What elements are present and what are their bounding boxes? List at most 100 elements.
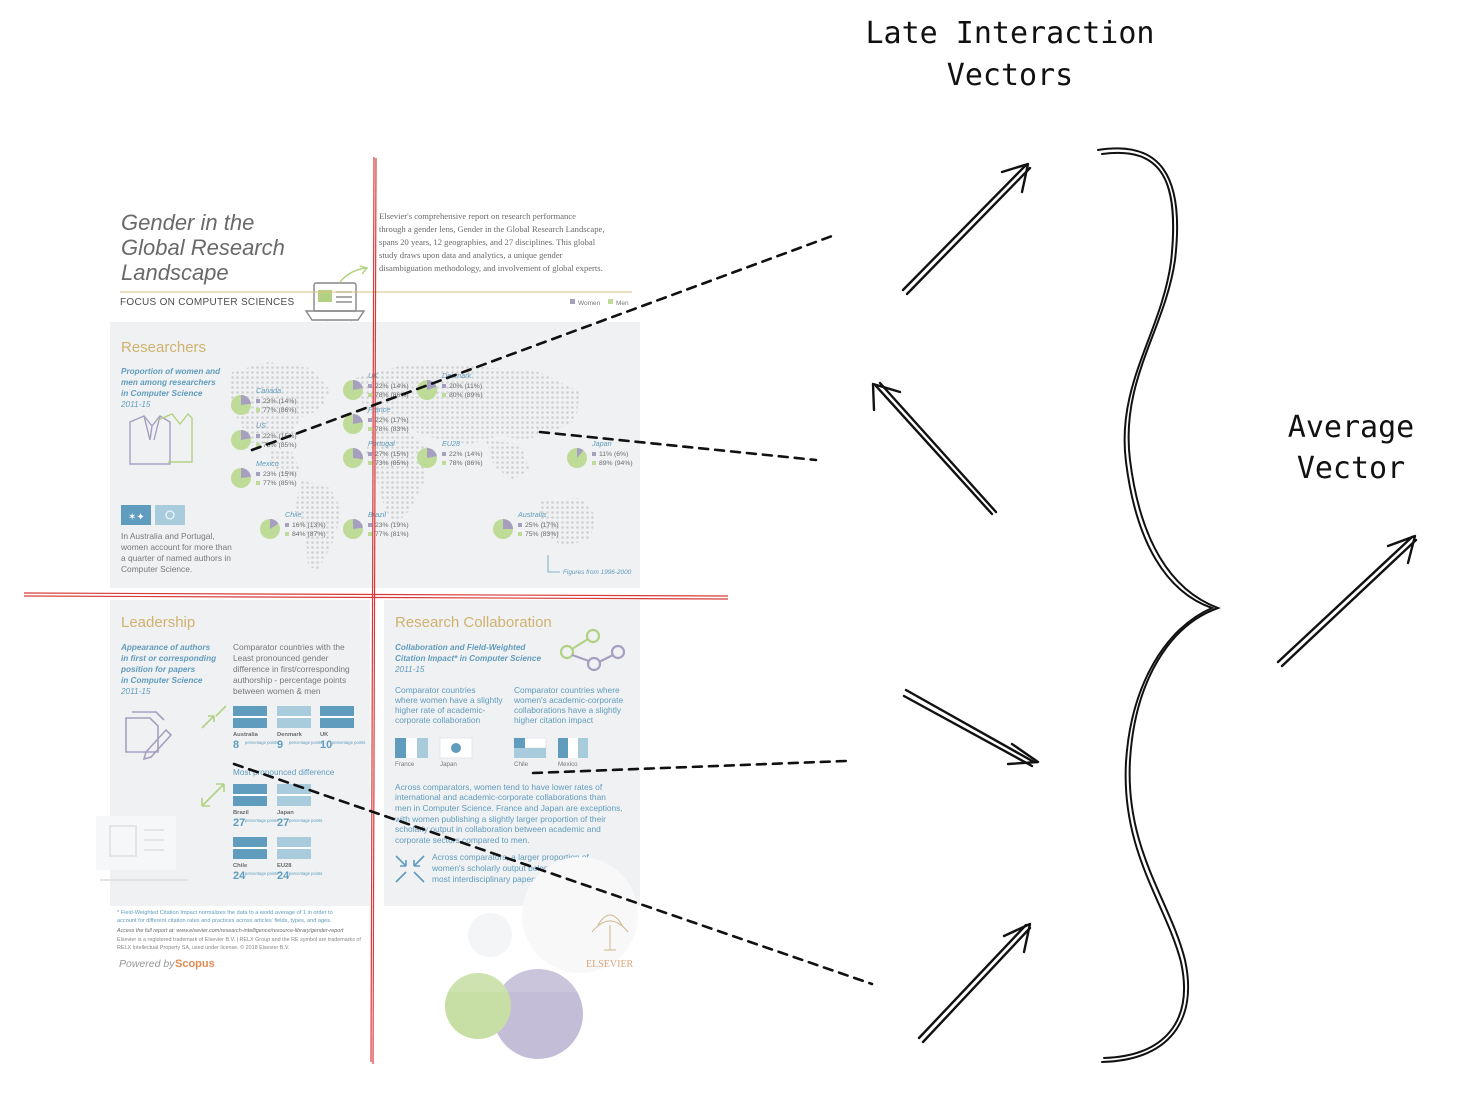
leadership-unit: percentage points [289, 818, 322, 823]
collab-body-line: with women publishing a slightly larger … [394, 814, 606, 824]
pie-men-value: 78% (85%) [263, 442, 297, 449]
researchers-note: a quarter of named authors in [121, 553, 231, 563]
pie-men-value: 78% (86%) [375, 392, 409, 399]
doc-intro-line: through a gender lens, Gender in the Glo… [379, 224, 605, 234]
leadership-unit: percentage points [245, 871, 278, 876]
leadership-unit: percentage points [289, 740, 322, 745]
most-heading: Most pronounced difference [233, 768, 335, 777]
doc-title-line-3: Landscape [121, 260, 229, 285]
collab-right-line: higher citation impact [514, 715, 594, 725]
pie-women-slice [353, 414, 363, 424]
document-thumbnail: Gender in the Global Research Landscape … [92, 195, 660, 1059]
pie-women-slice [353, 519, 363, 529]
average-vector-arrow [1276, 534, 1418, 668]
leadership-sub-line: Appearance of authors [120, 643, 211, 652]
vector-arrow-2 [871, 381, 998, 516]
collab-body-line: international and academic-corporate col… [395, 792, 606, 802]
vector-arrow-4 [917, 922, 1032, 1044]
flag-japan [439, 737, 473, 759]
doc-intro-line: study draws upon data and analytics, a u… [379, 250, 563, 260]
collab-body-line: men in Computer Science. France and Japa… [395, 803, 623, 813]
flag-chile [513, 737, 547, 758]
paper-pen-icon [125, 711, 173, 761]
doc-intro-line: spans 20 years, 12 geographies, and 27 d… [379, 237, 596, 247]
connector-4 [232, 762, 874, 986]
leadership-country: Japan [277, 810, 294, 816]
pie-men-value: 77% (85%) [263, 480, 297, 487]
women-swatch [285, 523, 289, 527]
pie-women-value: 23% (19%) [375, 522, 409, 529]
pie-men-value: 77% (86%) [263, 407, 297, 414]
pie-women-value: 22% (14%) [449, 451, 483, 458]
leadership-value: 27 [277, 817, 289, 829]
pie-women-slice [241, 430, 251, 440]
women-swatch [592, 452, 596, 456]
leadership-value: 24 [233, 870, 246, 882]
interdisciplinary-icon [395, 855, 425, 883]
connector-2 [538, 430, 818, 462]
leadership-unit: percentage points [245, 740, 278, 745]
doc-intro-line: Elsevier's comprehensive report on resea… [379, 211, 576, 221]
least-line: authorship - percentage points [233, 675, 346, 685]
arrows-out-icon [201, 783, 225, 807]
pie-country-name: Mexico [256, 459, 279, 468]
powered-by: Powered by [119, 958, 175, 970]
collab-left: Comparator countries where women have a … [394, 685, 503, 725]
collab-body-line: corporate sectors compared to men. [395, 835, 530, 845]
source-bracket [547, 555, 560, 573]
collab-heading: Research Collaboration [395, 614, 552, 631]
men-swatch [368, 427, 372, 431]
pie-women-value: 20% (11%) [449, 383, 482, 390]
access-line: Access the full report at: www.elsevier.… [116, 928, 344, 934]
pie-men-value: 77% (81%) [375, 531, 409, 538]
least-line: difference in first/corresponding [233, 664, 350, 674]
women-swatch [518, 523, 522, 527]
leadership-country: Chile [233, 863, 248, 869]
decorative-circles [445, 857, 638, 1059]
collab-body-line: scholarly output in collaboration betwee… [395, 824, 601, 834]
researchers-sub: men among researchers [121, 378, 216, 387]
leadership-sub: Appearance of authors in first or corres… [120, 643, 216, 696]
collab-left-line: corporate collaboration [395, 715, 481, 725]
pie-women-value: 27% (15%) [375, 451, 409, 458]
leadership-country: Australia [233, 732, 259, 738]
pie-country-name: US [256, 421, 266, 430]
leadership-value: 10 [320, 739, 332, 751]
researchers-sub: Proportion of women and [121, 367, 221, 376]
pie-country-name: Denmark [442, 371, 472, 380]
leadership-value: 24 [277, 870, 290, 882]
arrows-in-icon [201, 705, 227, 729]
doc-title-line-2: Global Research [121, 235, 285, 260]
collab-left-line: Comparator countries [395, 685, 476, 695]
collab-left-line: higher rate of academic- [395, 705, 486, 715]
researchers-sub: in Computer Science [121, 389, 203, 398]
collab-left-line: where women have a slightly [394, 695, 503, 705]
flag-australia [121, 505, 151, 525]
women-swatch [256, 472, 260, 476]
late-interaction-heading-line-2: Vectors [947, 58, 1073, 93]
leadership-sub-line: in first or corresponding [121, 654, 216, 663]
men-swatch [592, 461, 596, 465]
pie-men-value: 75% (83%) [525, 531, 559, 538]
least-line: Comparator countries with the [233, 642, 345, 652]
men-swatch [285, 532, 289, 536]
collab-left-country: France [395, 761, 415, 768]
women-swatch [256, 434, 260, 438]
pie-men-value: 78% (83%) [375, 426, 409, 433]
pie-country-name: France [368, 405, 390, 414]
lab-coat-icon [129, 412, 193, 465]
leadership-sub-line: 2011-15 [120, 687, 151, 696]
pie-women-value: 11% (6%) [599, 451, 628, 458]
women-swatch [368, 523, 372, 527]
leadership-unit: percentage points [245, 818, 278, 823]
